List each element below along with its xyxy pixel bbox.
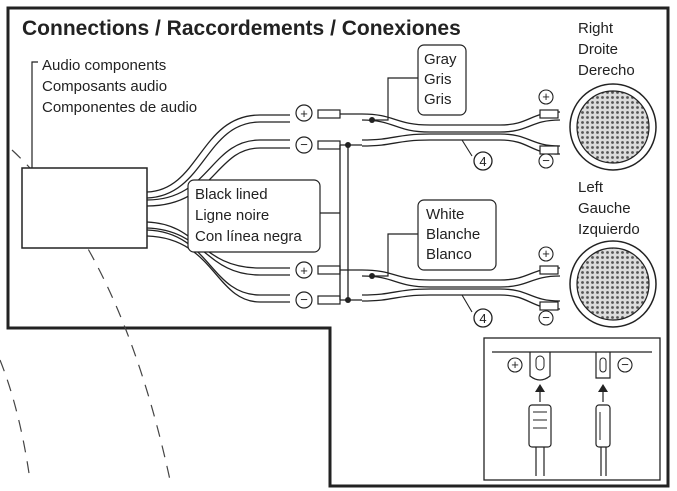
inline-connectors xyxy=(317,109,341,305)
door-outline-arc-inner xyxy=(0,359,31,481)
gray-wire-label xyxy=(417,44,467,116)
black-lined-label xyxy=(187,179,321,253)
svg-text:White: White xyxy=(426,206,464,223)
svg-text:Gris: Gris xyxy=(424,71,452,88)
svg-text:Ligne noire: Ligne noire xyxy=(195,207,269,224)
svg-text:−: − xyxy=(300,292,308,307)
diagram-title: Connections / Raccordements / Conexiones xyxy=(22,17,461,40)
lower-cable xyxy=(146,221,290,303)
left-speaker-label-0: Left xyxy=(578,179,604,196)
svg-text:−: − xyxy=(542,310,550,325)
right-speaker-label-2: Derecho xyxy=(578,62,635,79)
cable-callout-lower: 4 xyxy=(461,294,493,328)
svg-text:+: + xyxy=(542,246,550,261)
right-speaker-cable xyxy=(361,111,561,155)
svg-text:Gray: Gray xyxy=(424,51,457,68)
speaker-right-icon xyxy=(569,83,657,171)
unit-polarity-markers: + − + − xyxy=(295,104,313,309)
audio-unit-box xyxy=(21,167,148,249)
terminal-inset-icon: + − xyxy=(483,337,661,481)
speaker-left-icon xyxy=(569,240,657,328)
svg-text:+: + xyxy=(300,263,308,278)
svg-text:Gris: Gris xyxy=(424,91,452,108)
white-wire-label xyxy=(417,199,497,271)
svg-text:Composants audio: Composants audio xyxy=(42,78,167,95)
svg-text:−: − xyxy=(621,357,629,372)
svg-text:Componentes de audio: Componentes de audio xyxy=(42,99,197,116)
left-speaker-label-2: Izquierdo xyxy=(578,221,640,238)
black-line-bus xyxy=(320,145,349,300)
upper-cable xyxy=(146,114,290,207)
svg-text:+: + xyxy=(300,106,308,121)
right-speaker-label-0: Right xyxy=(578,20,614,37)
svg-text:+: + xyxy=(511,357,519,372)
svg-text:+: + xyxy=(542,89,550,104)
svg-text:−: − xyxy=(542,153,550,168)
diagram-frame xyxy=(6,6,670,488)
svg-text:Black lined: Black lined xyxy=(195,186,268,203)
svg-text:Blanche: Blanche xyxy=(426,226,480,243)
speaker-polarity-markers: + − + − xyxy=(538,89,554,326)
svg-text:4: 4 xyxy=(479,311,486,326)
svg-text:4: 4 xyxy=(479,154,486,169)
right-speaker-label-1: Droite xyxy=(578,41,618,58)
svg-text:Blanco: Blanco xyxy=(426,246,472,263)
svg-text:−: − xyxy=(300,137,308,152)
svg-text:Con línea negra: Con línea negra xyxy=(195,228,302,245)
left-speaker-cable xyxy=(361,267,561,310)
svg-text:Audio components: Audio components xyxy=(42,57,166,74)
cable-callout-upper: 4 xyxy=(461,139,493,171)
left-speaker-label-1: Gauche xyxy=(578,200,631,217)
audio-components-label: Audio components Composants audio Compon… xyxy=(42,57,197,116)
